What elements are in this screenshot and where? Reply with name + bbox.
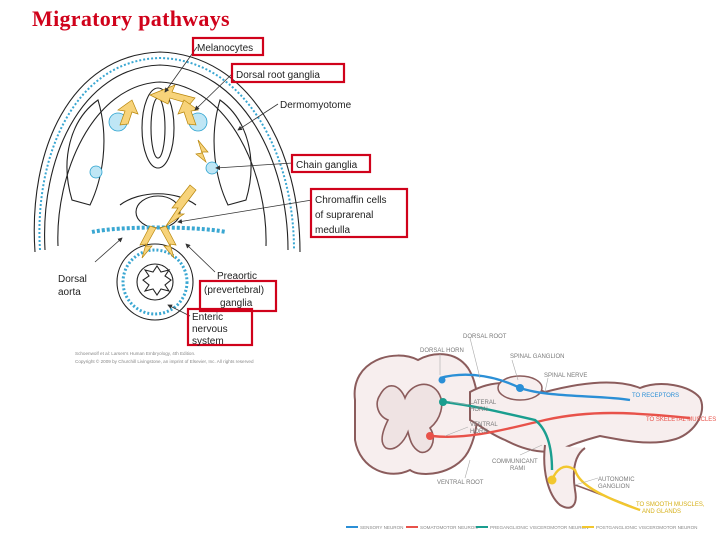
label-chromaffin-2: of suprarenal — [315, 210, 373, 221]
sensory-neuron-body — [516, 384, 524, 392]
dermomyotome-right — [213, 99, 252, 206]
preganglionic-neuron-path — [443, 400, 554, 471]
body-wall-outer — [33, 51, 301, 253]
label-dorsal-aorta-2: aorta — [58, 287, 81, 298]
credit-line-1: Schoenwolf et al: Larsen's Human Embryol… — [75, 351, 195, 356]
arrow-enteric — [139, 225, 157, 259]
box-chromaffin — [309, 187, 409, 239]
enteric-cells — [121, 248, 189, 316]
label-ventral-horn-2: HORN — [470, 429, 488, 435]
label-chromaffin-1: Chromaffin cells — [315, 195, 387, 206]
legend-item-somatomotor: SOMATOMOTOR NEURON — [406, 525, 478, 530]
label-lateral-horn-2: HORN — [470, 407, 488, 413]
legend-label-postganglionic: POSTGANGLIONIC VISCEROMOTOR NEURON — [596, 525, 698, 530]
label-autonomic-2: GANGLION — [598, 484, 630, 490]
arrow-preaortic — [159, 225, 177, 259]
label-preaortic-3: ganglia — [220, 298, 253, 309]
legend-label-somatomotor: SOMATOMOTOR NEURON — [420, 525, 478, 530]
legend-label-sensory: SENSORY NEURON — [360, 525, 403, 530]
label-communicant-1: COMMUNICANT — [492, 459, 538, 465]
leader-lines — [94, 46, 313, 317]
box-enteric — [186, 307, 254, 347]
gut-lumen — [136, 263, 174, 301]
sclerotome — [119, 193, 197, 206]
gray-matter — [376, 383, 443, 454]
arrow-drg — [117, 99, 139, 126]
slide-title: Migratory pathways — [32, 6, 230, 31]
label-to-smooth-2: AND GLANDS — [642, 509, 681, 515]
label-melanocytes: Melanocytes — [197, 43, 253, 54]
label-to-skeletal-muscles: TO SKELETAL MUSCLES — [646, 417, 716, 423]
label-preaortic-2: (prevertebral) — [204, 285, 264, 296]
embryo-cross-section — [33, 51, 301, 321]
label-to-receptors: TO RECEPTORS — [632, 393, 679, 399]
gut-epithelium — [142, 265, 172, 296]
preaortic-cells — [91, 225, 227, 234]
ectoderm-cells — [38, 56, 295, 251]
preganglionic-neuron-body — [439, 398, 447, 406]
sensory-neuron-terminal — [438, 376, 446, 384]
body-wall-inner-2 — [57, 81, 267, 247]
spinal-cord-diagram: DORSAL ROOT DORSAL HORN SPINAL GANGLION … — [353, 334, 716, 515]
label-to-smooth-1: TO SMOOTH MUSCLES, — [636, 502, 705, 508]
arrow-melanocyte — [149, 84, 196, 105]
notochord — [135, 195, 181, 229]
label-communicant-2: RAMI — [510, 466, 525, 472]
label-dorsal-horn: DORSAL HORN — [420, 348, 464, 354]
label-enteric-1: Enteric — [192, 312, 223, 323]
label-lateral-horn-1: LATERAL — [470, 400, 497, 406]
credit-line-2: Copyright © 2009 by Churchill Livingston… — [75, 358, 254, 364]
somatomotor-neuron-body — [426, 432, 434, 440]
label-ventral-root: VENTRAL ROOT — [437, 480, 484, 486]
label-dorsal-root: DORSAL ROOT — [463, 334, 507, 340]
legend-label-preganglionic: PREGANGLIONIC VISCEROMOTOR NEURON — [490, 525, 588, 530]
postganglionic-neuron-path — [550, 465, 641, 512]
legend-item-preganglionic: PREGANGLIONIC VISCEROMOTOR NEURON — [476, 525, 588, 530]
legend-item-sensory: SENSORY NEURON — [346, 525, 403, 530]
label-chromaffin-3: medulla — [315, 225, 350, 236]
label-preaortic-1: Preaortic — [217, 271, 257, 282]
box-dorsal-root-ganglia — [230, 62, 346, 84]
neural-canal — [150, 97, 166, 159]
neuron-legend: SENSORY NEURON SOMATOMOTOR NEURON PREGAN… — [346, 525, 698, 530]
label-spinal-nerve: SPINAL NERVE — [544, 373, 587, 379]
label-enteric-3: system — [192, 336, 224, 347]
label-dorsal-root-ganglia: Dorsal root ganglia — [236, 70, 320, 81]
ramus-branch — [543, 444, 586, 509]
label-spinal-ganglion: SPINAL GANGLION — [510, 354, 564, 360]
somatomotor-neuron-path — [431, 411, 691, 438]
label-autonomic-1: AUTONOMIC — [598, 477, 635, 483]
box-preaortic — [198, 279, 278, 313]
chain-ganglion-left — [89, 165, 103, 179]
label-dorsal-aorta-1: Dorsal — [58, 274, 87, 285]
arrow-dermomyotome — [195, 139, 209, 164]
arrow-drg-2 — [177, 99, 199, 126]
box-chain-ganglia — [290, 153, 372, 174]
gut-outer — [116, 243, 194, 321]
label-enteric-2: nervous — [192, 324, 228, 335]
postganglionic-neuron-body — [547, 475, 557, 485]
box-melanocytes — [191, 36, 265, 57]
label-ventral-horn-1: VENTRAL — [470, 422, 498, 428]
neural-tube — [141, 87, 175, 169]
arrow-chain — [165, 184, 197, 227]
dermomyotome-left — [66, 99, 105, 206]
legend-item-postganglionic: POSTGANGLIONIC VISCEROMOTOR NEURON — [582, 525, 698, 530]
label-dermomyotome: Dermomyotome — [280, 100, 352, 111]
label-chain-ganglia: Chain ganglia — [296, 160, 358, 171]
body-wall-inner — [44, 64, 289, 251]
